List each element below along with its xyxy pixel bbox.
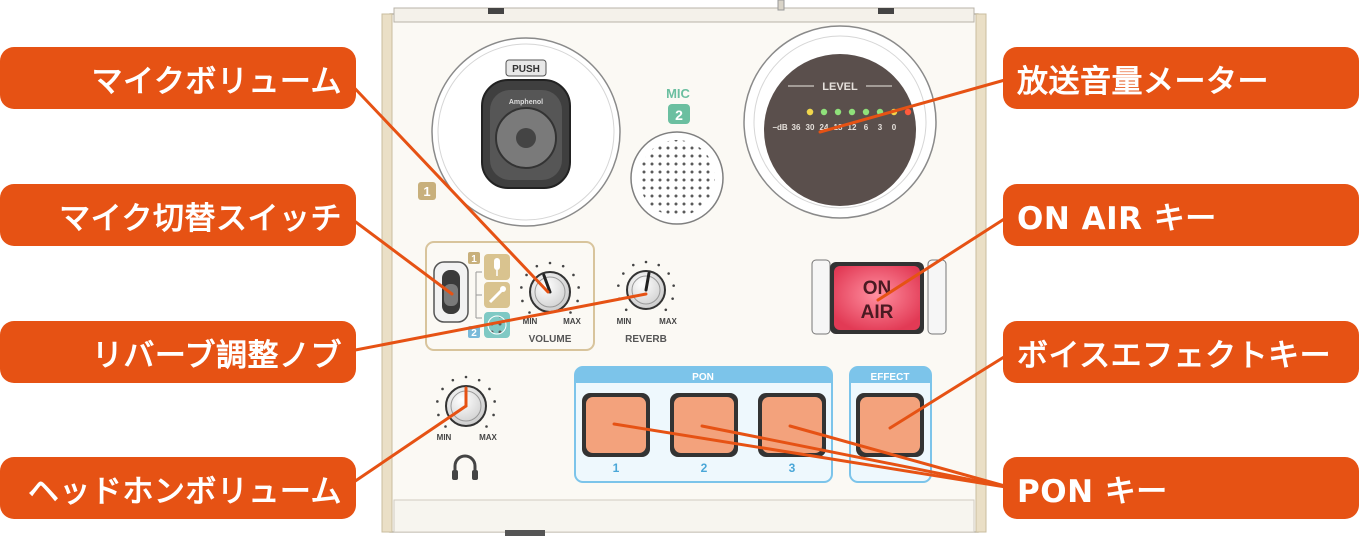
built-in-mic-grille [630,131,724,225]
knob-tick [664,308,668,312]
callout-level-meter-text: 放送音量メーター [1017,63,1269,100]
knob-tick [492,413,495,417]
pon-key-number: 2 [701,461,708,475]
callout-headphone-volume-text: ヘッドホンボリューム [27,473,342,510]
reverb-max-label: MAX [659,317,677,326]
xlr-push-label: PUSH [512,64,540,75]
callout-voice-effect-key-text: ボイスエフェクトキー [1017,337,1332,374]
knob-tick [624,308,628,312]
callout-mic-volume: マイクボリューム [0,47,356,109]
level-scale-label: 18 [834,123,843,132]
level-scale-label: 3 [878,123,883,132]
level-led [848,108,856,116]
knob-tick [657,263,661,267]
volume-label: VOLUME [529,334,572,345]
level-scale-label: −dB [772,123,788,132]
effect-label: EFFECT [871,372,910,383]
callout-mic-switch: マイク切替スイッチ [0,184,356,246]
knob-tick [437,413,440,417]
callout-pon-keys-text: PON キー [1017,473,1168,510]
knob-tick [618,297,621,300]
xlr-brand-label: Amphenol [509,99,543,106]
level-scale-label: 36 [792,123,801,132]
knob-tick [569,311,572,314]
reverb-min-label: MIN [617,317,632,326]
on-air-text-line1: ON [863,278,892,299]
level-scale-label: 12 [848,123,857,132]
level-led [890,108,898,116]
level-scale-label: 30 [806,123,815,132]
callout-reverb-knob-text: リバーブ調整ノブ [91,337,342,374]
knob-tick [577,286,580,289]
level-led [876,108,884,116]
knob-tick [644,260,648,264]
callout-mic-volume-text: マイクボリューム [91,63,342,100]
knob-tick [572,273,575,277]
pon-key-number: 3 [789,461,796,475]
knob-tick [521,299,524,303]
level-scale-label: 6 [864,123,869,132]
knob-tick [488,387,491,391]
level-scale-label: 0 [892,123,897,132]
knob-tick [525,273,528,277]
level-label: LEVEL [822,81,858,93]
callout-pon-keys: PON キー [1003,457,1359,519]
knob-tick [436,400,439,403]
knob-tick [451,378,455,382]
mic1-badge: 1 [418,182,436,200]
headphone-min-label: MIN [437,433,452,442]
mic-select-switch[interactable] [433,261,469,323]
callout-on-air-key: ON AIR キー [1003,184,1359,246]
switch-badge-2: 2 [471,328,477,339]
level-scale-label: 24 [820,123,829,132]
mic2-badge: 2 [668,104,690,124]
knob-tick [441,387,444,391]
knob-tick [477,378,481,382]
knob-tick [485,425,488,428]
volume-min-label: MIN [523,317,538,326]
callout-level-meter: 放送音量メーター [1003,47,1359,109]
headphone-max-label: MAX [479,433,497,442]
knob-tick [464,375,468,379]
knob-tick [444,425,447,428]
knob-tick [561,264,565,268]
effect-key[interactable] [856,393,924,457]
switch-badge-1: 1 [471,254,477,265]
mic2-label: MIC [666,86,690,101]
on-air-text-line2: AIR [861,302,894,323]
callout-headphone-volume: ヘッドホンボリューム [0,457,356,519]
level-led [806,108,814,116]
knob-tick [535,264,539,268]
callout-on-air-key-text: ON AIR キー [1017,200,1217,237]
level-led [862,108,870,116]
knob-tick [622,272,625,275]
knob-tick [576,299,579,303]
level-led [820,108,828,116]
pon-key-number: 1 [613,461,620,475]
svg-text:2: 2 [675,107,683,123]
knob-tick [617,284,620,287]
level-led [904,108,912,116]
pon-label: PON [692,372,714,383]
pon-key-group: 1 2 3 [582,393,826,475]
knob-tick [672,284,675,287]
svg-text:1: 1 [423,184,430,199]
knob-tick [528,311,531,314]
callout-reverb-knob: リバーブ調整ノブ [0,321,356,383]
knob-tick [520,286,523,289]
knob-pointer [644,271,651,292]
knob-tick [631,263,635,267]
knob-tick [671,297,674,300]
callout-mic-switch-text: マイク切替スイッチ [59,200,342,237]
callout-voice-effect-key: ボイスエフェクトキー [1003,321,1359,383]
xlr-combo-jack[interactable]: PUSH Amphenol [431,37,621,227]
knob-tick [548,261,552,265]
knob-tick [493,400,496,403]
level-led [834,108,842,116]
volume-max-label: MAX [563,317,581,326]
reverb-label: REVERB [625,334,667,345]
knob-tick [667,272,670,275]
